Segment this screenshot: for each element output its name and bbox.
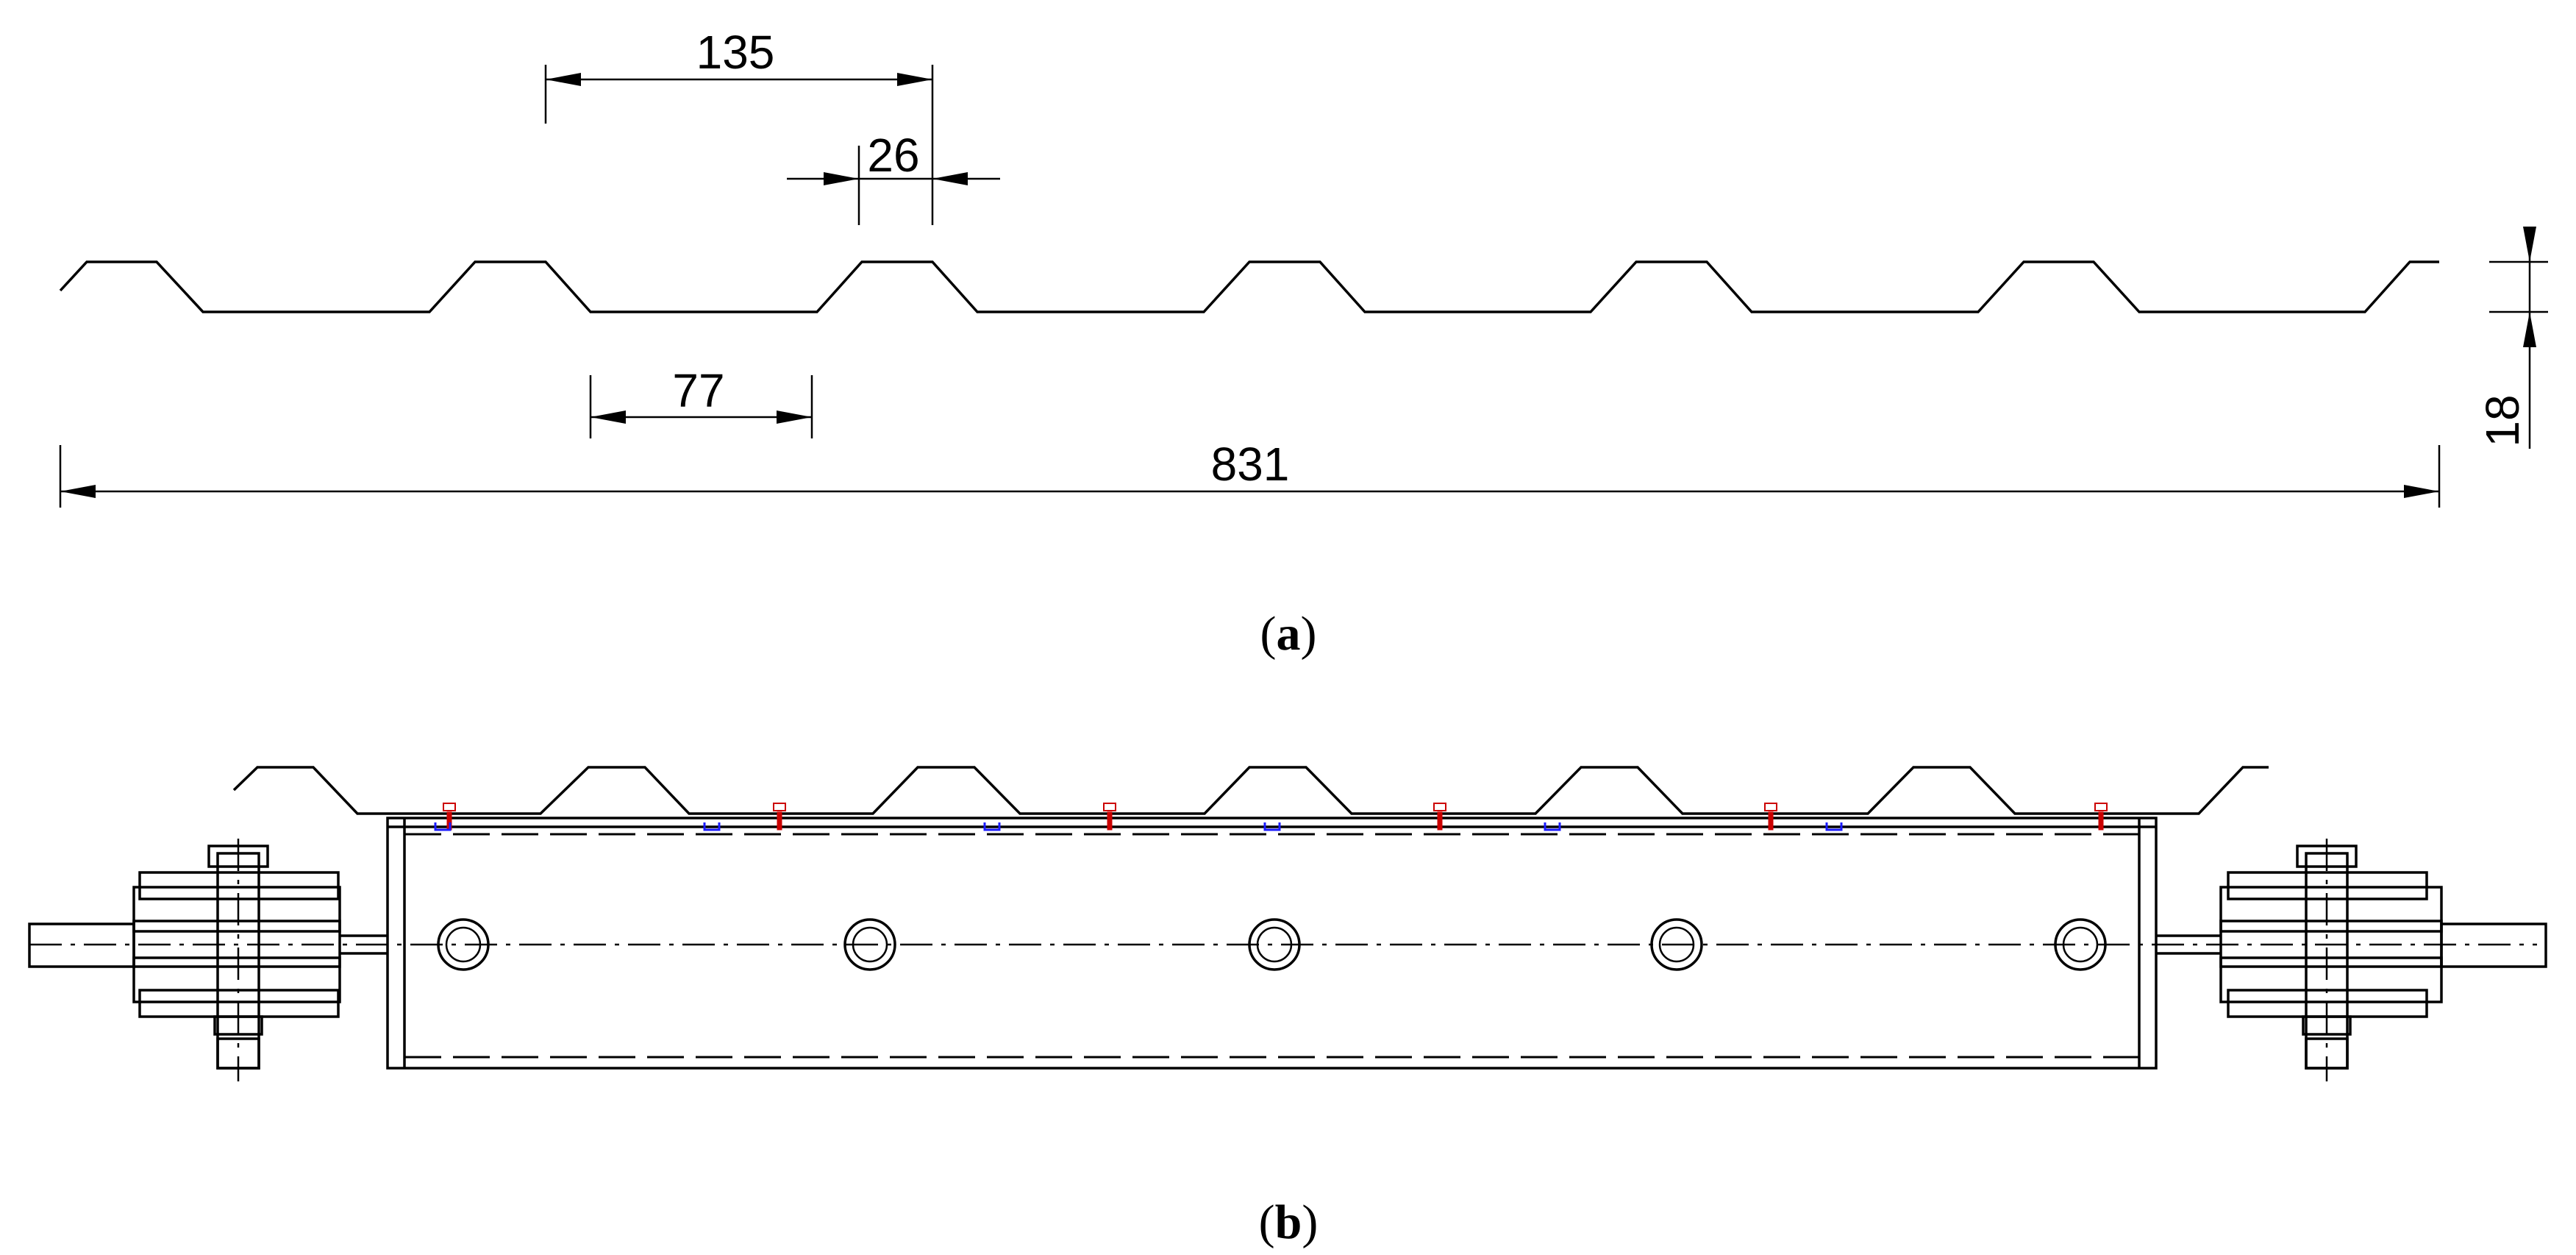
right-clamp bbox=[2156, 839, 2547, 1081]
panel-b: (b) bbox=[28, 766, 2547, 1249]
dim-label-total: 831 bbox=[1211, 438, 1290, 491]
hole bbox=[437, 918, 490, 971]
dimension-trough: 77 bbox=[589, 364, 813, 438]
clip bbox=[983, 822, 1001, 831]
box-beam bbox=[29, 817, 2537, 1070]
left-clamp bbox=[28, 839, 388, 1081]
dim-label-crest: 26 bbox=[867, 129, 919, 182]
panel-a: 135 26 77 831 bbox=[59, 26, 2548, 661]
sheet-profile bbox=[59, 260, 2439, 313]
hole bbox=[1650, 918, 1703, 971]
screws bbox=[443, 803, 2108, 831]
dimension-height: 18 bbox=[2476, 227, 2548, 449]
caption-a: (a) bbox=[1260, 607, 1317, 661]
screw bbox=[1103, 803, 1116, 831]
dim-label-trough: 77 bbox=[672, 364, 724, 417]
dimension-total: 831 bbox=[59, 438, 2441, 508]
dimension-crest: 26 bbox=[787, 129, 1000, 225]
clips bbox=[434, 822, 1843, 831]
hole bbox=[843, 918, 896, 971]
clip bbox=[434, 822, 452, 831]
sheet-profile-assembly bbox=[232, 766, 2269, 815]
clip bbox=[1544, 822, 1561, 831]
screw bbox=[1764, 803, 1777, 831]
clip bbox=[1825, 822, 1843, 831]
dim-label-pitch: 135 bbox=[696, 26, 775, 79]
beam-holes bbox=[437, 918, 2107, 971]
screw bbox=[2094, 803, 2108, 831]
clip bbox=[703, 822, 721, 831]
dimension-pitch: 135 bbox=[544, 26, 934, 225]
caption-b: (b) bbox=[1259, 1195, 1319, 1249]
hole bbox=[2054, 918, 2107, 971]
screw bbox=[773, 803, 786, 831]
screw bbox=[1433, 803, 1446, 831]
dim-label-height: 18 bbox=[2476, 394, 2529, 447]
clip bbox=[1263, 822, 1281, 831]
hole bbox=[1248, 918, 1301, 971]
